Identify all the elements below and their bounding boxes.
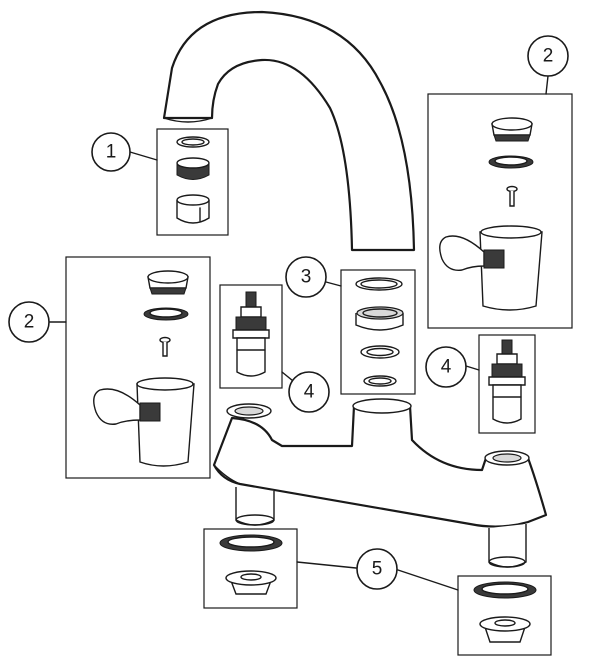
- left-valve-cartridge-box: [219, 284, 283, 389]
- callout-1-label: 1: [106, 142, 117, 163]
- left-handle-parts-box: [65, 256, 211, 479]
- callout-2-right-label: 2: [543, 46, 554, 67]
- left-base-washer-box: [203, 528, 298, 609]
- callout-3: 3: [285, 256, 327, 298]
- callout-5-label: 5: [372, 559, 383, 580]
- callout-2-left: 2: [8, 301, 50, 343]
- callout-1: 1: [91, 132, 131, 172]
- spout: [162, 10, 416, 252]
- aerator-parts-box: [156, 128, 229, 236]
- callout-3-label: 3: [301, 267, 312, 288]
- callout-4-left-label: 4: [304, 382, 315, 403]
- callout-2-right: 2: [527, 35, 569, 77]
- right-base-washer-box: [457, 575, 552, 656]
- callout-4-left: 4: [288, 371, 330, 413]
- spout-seal-parts-box: [340, 269, 416, 395]
- callout-4-right-label: 4: [441, 357, 452, 378]
- right-handle-parts-box: [427, 93, 573, 329]
- tap-body: [212, 398, 548, 568]
- callout-2-left-label: 2: [24, 312, 35, 333]
- callout-4-right: 4: [425, 346, 467, 388]
- right-valve-cartridge-box: [478, 334, 536, 434]
- callout-5: 5: [356, 548, 398, 590]
